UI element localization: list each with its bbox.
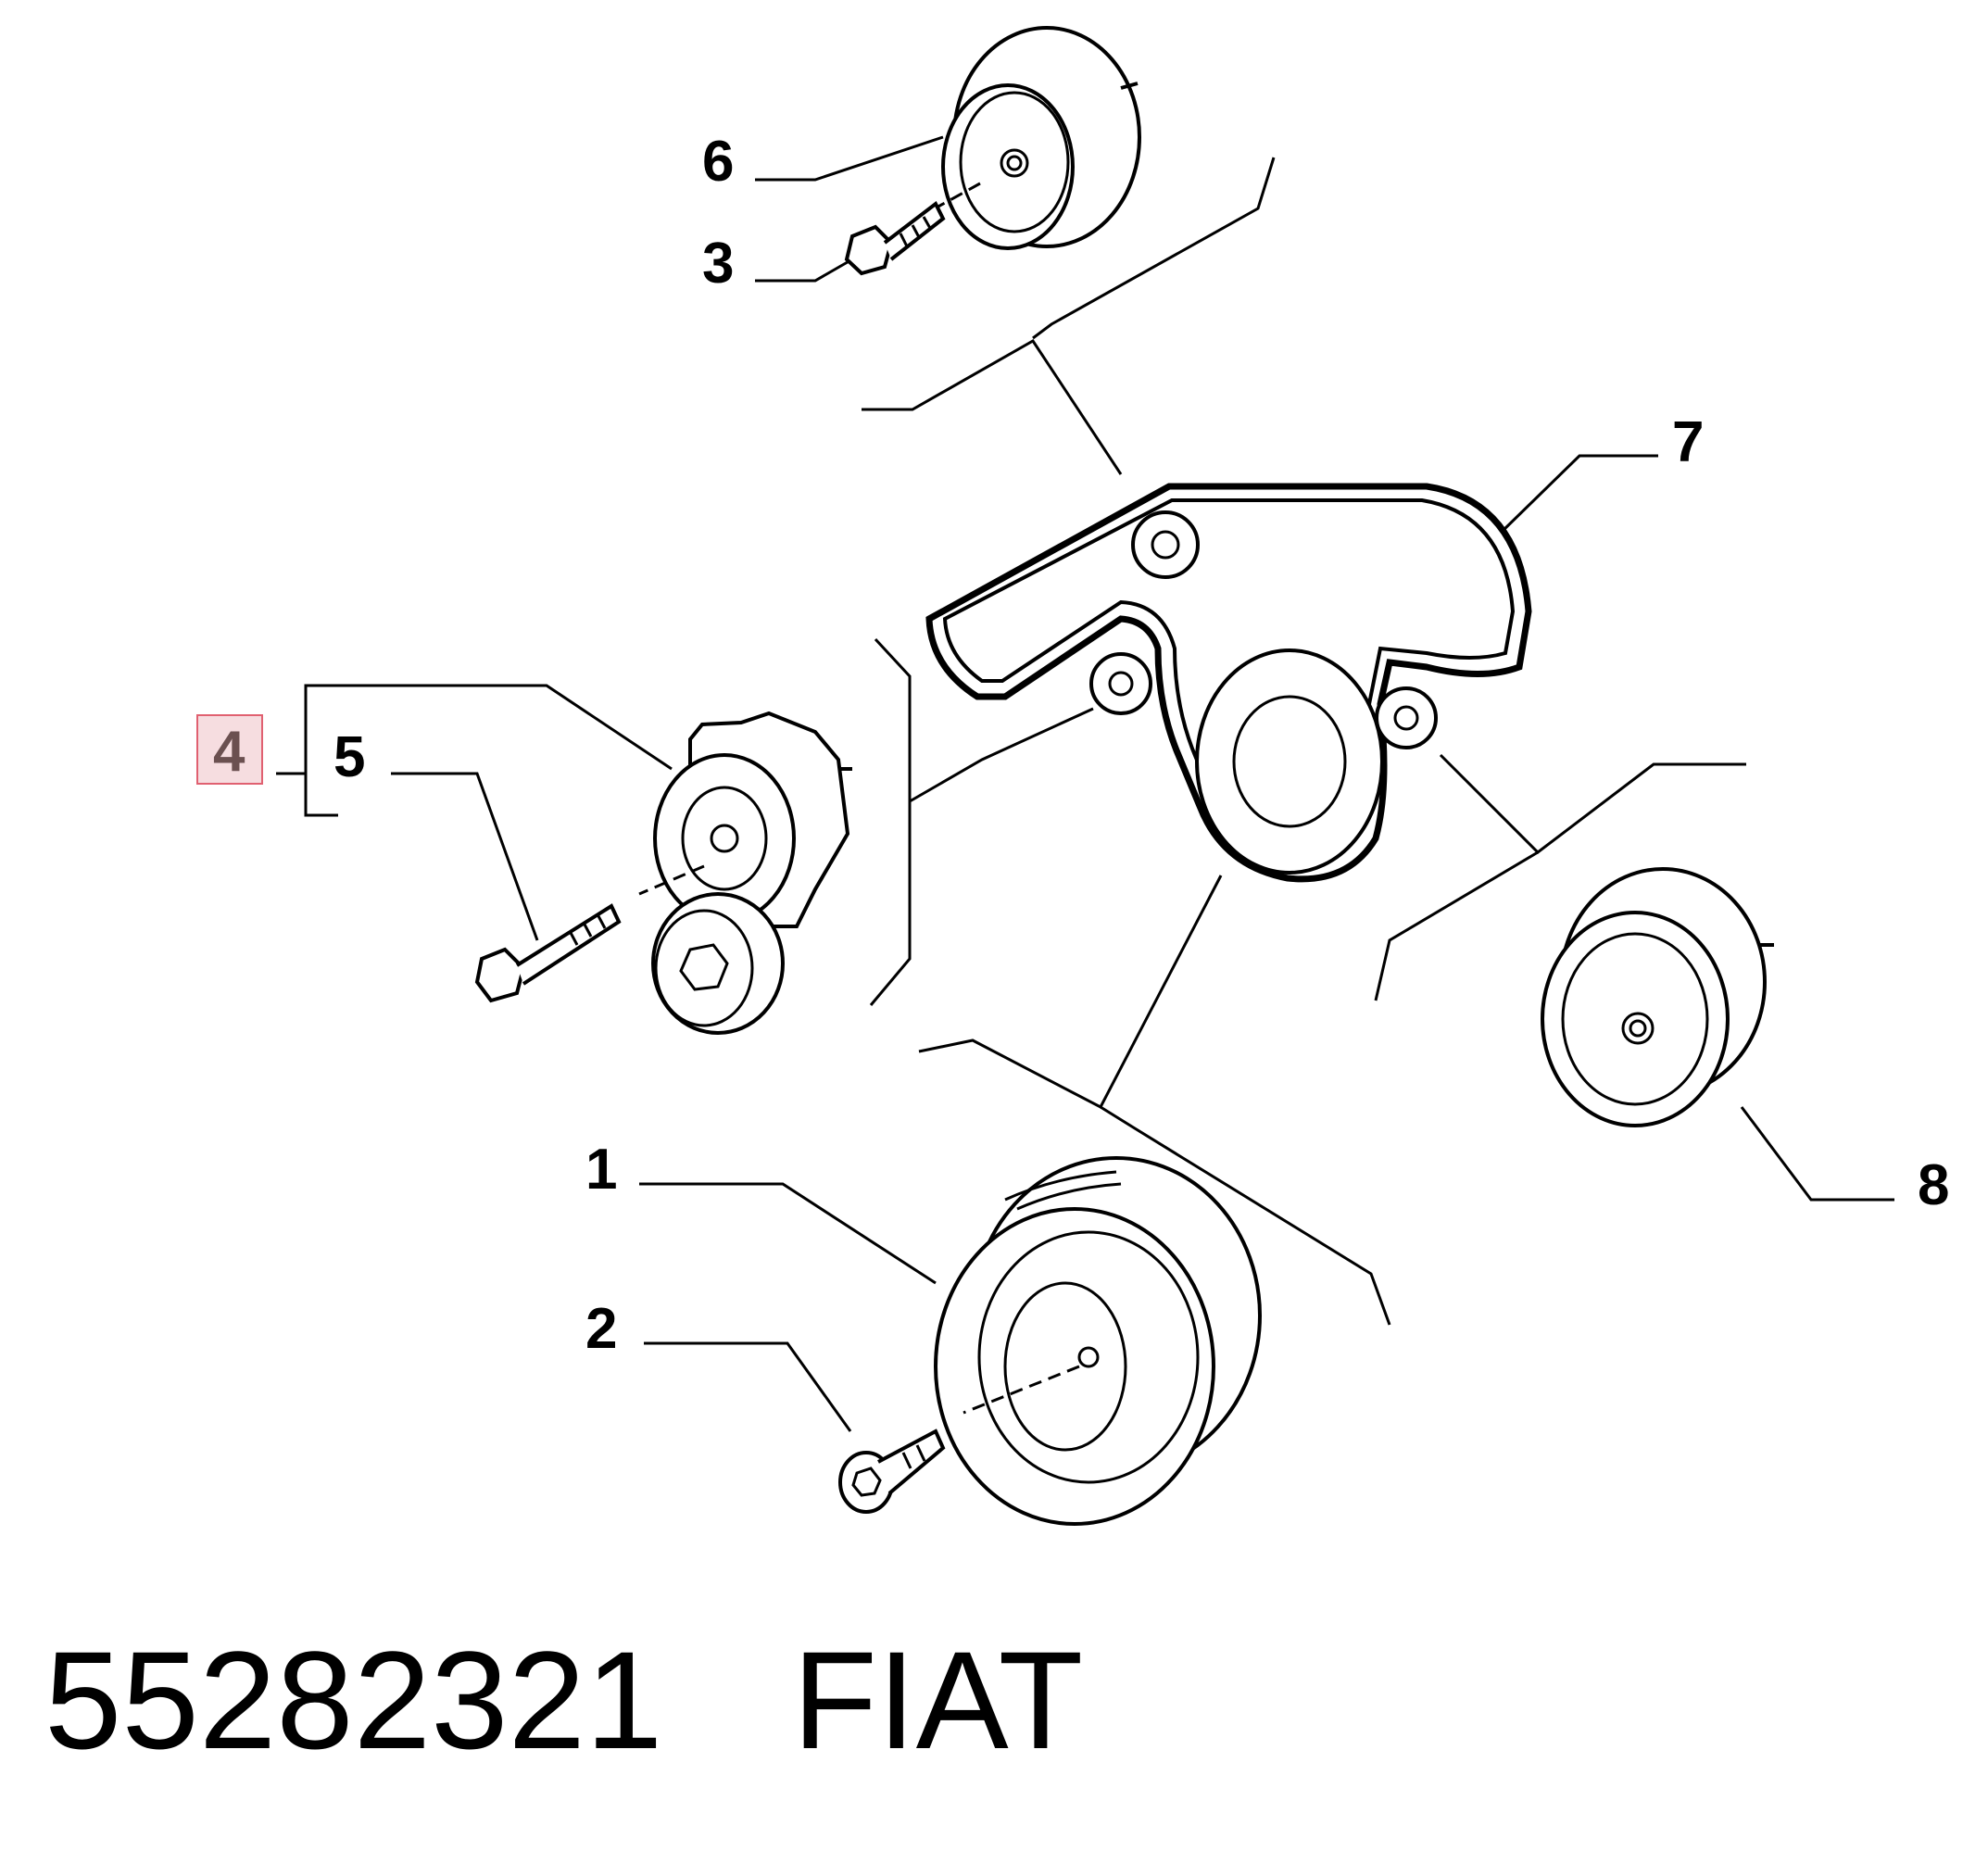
idler-pulley-8: [1541, 867, 1774, 1127]
serpentine-belt-7: [925, 483, 1532, 883]
callout-7: 7: [1672, 410, 1704, 474]
bolt-5: [474, 903, 622, 1003]
callout-6: 6: [702, 130, 734, 194]
part-number: 55282321: [44, 1622, 663, 1778]
tensioner-assembly-4: [638, 711, 852, 1035]
callout-5: 5: [333, 725, 365, 789]
bolt-2: [838, 1429, 946, 1514]
callout-4-highlight: [196, 714, 263, 785]
callout-8: 8: [1918, 1153, 1949, 1217]
callout-1: 1: [585, 1138, 617, 1202]
callout-3: 3: [702, 232, 734, 296]
crankshaft-pulley-1: [934, 1156, 1262, 1526]
leader-lines: [276, 135, 1894, 1432]
brand-name: FIAT: [792, 1622, 1084, 1778]
callout-labels: 6 3 7 4 5 1 2 8: [196, 130, 1949, 1361]
callout-4: 4: [213, 720, 245, 784]
bolt-3: [844, 200, 946, 276]
callout-2: 2: [585, 1297, 617, 1361]
idler-pulley-6: [925, 26, 1141, 250]
